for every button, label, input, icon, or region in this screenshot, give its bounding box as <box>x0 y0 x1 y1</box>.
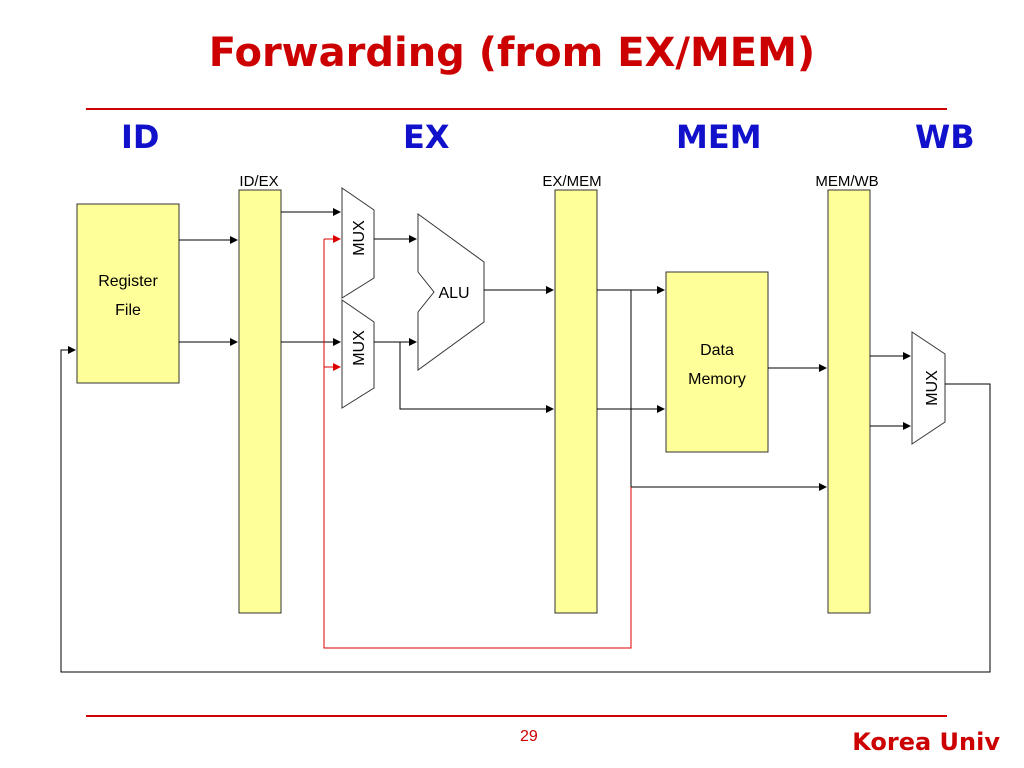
page-number: 29 <box>520 728 538 745</box>
id-ex-register <box>238 189 282 614</box>
register-file-label-line1: Register <box>98 273 158 290</box>
ex-mem-register <box>554 189 598 614</box>
slide-title: Forwarding (from EX/MEM) <box>208 30 816 76</box>
ex-mem-label: EX/MEM <box>542 173 601 190</box>
mem-wb-label: MEM/WB <box>815 173 878 190</box>
forward-mux-b <box>341 299 375 409</box>
data-memory-label-line1: Data <box>700 342 734 359</box>
mem-wb-register <box>827 189 871 614</box>
writeback-mux <box>911 331 946 445</box>
data-memory <box>665 271 769 453</box>
alu-label: ALU <box>438 285 469 302</box>
forward-mux-a-label: MUX <box>351 220 368 256</box>
stage-label-wb: WB <box>915 118 975 156</box>
stage-label-mem: MEM <box>676 118 762 156</box>
stage-label-ex: EX <box>403 118 450 156</box>
footer-brand: Korea Univ <box>852 728 1000 756</box>
writeback-mux-label: MUX <box>924 370 941 406</box>
alu <box>417 213 485 371</box>
register-file-label-line2: File <box>115 302 141 319</box>
register-file <box>76 203 180 384</box>
forward-mux-b-label: MUX <box>351 330 368 366</box>
id-ex-label: ID/EX <box>239 173 278 190</box>
forwarding-path <box>323 235 632 649</box>
stage-label-id: ID <box>121 118 160 156</box>
forward-mux-a <box>341 187 375 299</box>
data-memory-label-line2: Memory <box>688 371 746 388</box>
